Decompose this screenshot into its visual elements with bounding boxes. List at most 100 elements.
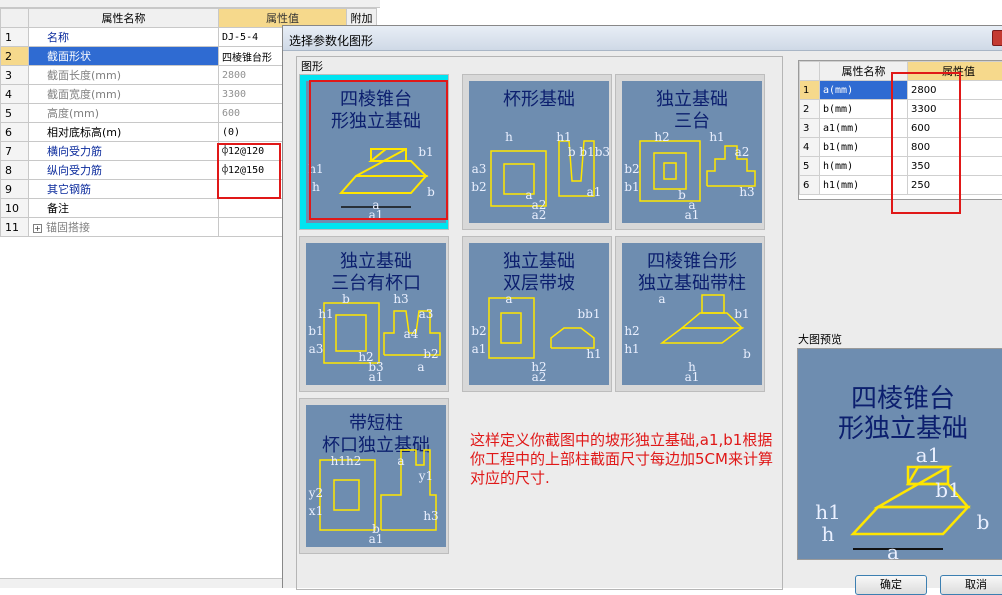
shape-title: 杯形基础 — [503, 89, 575, 110]
row-number: 5 — [1, 104, 29, 123]
step-plan-mid — [654, 153, 686, 189]
property-name: 高度(mm) — [29, 104, 219, 123]
grid-header-name[interactable]: 属性名称 — [29, 9, 219, 28]
dimension-label: h1 — [624, 342, 639, 356]
preview-label: 大图预览 — [798, 331, 842, 347]
dimension-label: b1 — [734, 307, 749, 321]
row-number: 1 — [1, 28, 29, 47]
dimension-label: b1 — [624, 180, 639, 194]
dimension-label: a2 — [532, 198, 547, 212]
property-name: 其它钢筋 — [29, 180, 219, 199]
dimension-label: h — [505, 130, 513, 144]
dimension-label: h3 — [739, 185, 754, 199]
property-name-label: 相对底标高(m) — [47, 126, 121, 139]
annotation-box-values — [891, 72, 961, 214]
dimension-label: h3 — [423, 509, 438, 523]
shape-title: 杯口独立基础 — [322, 435, 430, 456]
param-number: 6 — [800, 176, 820, 195]
param-number: 5 — [800, 157, 820, 176]
dialog-title: 选择参数化图形 — [289, 32, 373, 49]
dimension-label: h1h2 — [331, 454, 362, 468]
property-name: 纵向受力筋 — [29, 161, 219, 180]
property-name: 备注 — [29, 199, 219, 218]
close-icon[interactable] — [992, 30, 1002, 46]
dimension-label: a1 — [472, 342, 487, 356]
dimension-label: a — [505, 292, 512, 306]
property-name: 横向受力筋 — [29, 142, 219, 161]
annotation-box-shape — [309, 80, 448, 220]
dimension-label: h2 — [624, 324, 639, 338]
preview-dimension-label: h1 — [815, 500, 841, 524]
annotation-box-rebar — [217, 143, 281, 199]
dimension-label: bb1 — [578, 307, 601, 321]
short-col-plan — [320, 460, 375, 530]
preview-base — [853, 507, 968, 534]
property-name: 相对底标高(m) — [29, 123, 219, 142]
note-line: 对应的尺寸. — [470, 469, 890, 488]
dimension-label: h3 — [393, 292, 408, 306]
dimension-label: b — [372, 522, 380, 536]
shape-title: 三台有杯口 — [331, 273, 421, 294]
property-name-label: 高度(mm) — [47, 107, 99, 120]
param-num-header — [800, 62, 820, 81]
dialog-titlebar[interactable]: 选择参数化图形 — [283, 26, 1002, 51]
pyramid-column — [702, 295, 724, 313]
preview-dimension-label: a1 — [916, 443, 941, 467]
note-line: 你工程中的上部柱截面尺寸每边加5CM来计算 — [470, 450, 890, 469]
property-name: 截面形状 — [29, 47, 219, 66]
property-name-label: 锚固搭接 — [46, 221, 90, 234]
dimension-label: y1 — [418, 469, 433, 483]
dimension-label: h2 — [654, 130, 669, 144]
expand-icon[interactable]: + — [33, 224, 42, 233]
property-name-label: 其它钢筋 — [47, 183, 91, 196]
property-name: 截面宽度(mm) — [29, 85, 219, 104]
property-name-label: 截面形状 — [47, 50, 91, 63]
dimension-label: b1 — [308, 324, 323, 338]
short-col-plan-inner — [334, 480, 359, 510]
property-name-label: 截面宽度(mm) — [47, 88, 121, 101]
dimension-label: b — [678, 188, 686, 202]
row-number: 9 — [1, 180, 29, 199]
row-number: 3 — [1, 66, 29, 85]
shape-title: 独立基础带柱 — [638, 273, 746, 294]
dimension-label: a3 — [309, 342, 324, 356]
step-plan-inner — [664, 163, 676, 179]
dimension-label: y2 — [308, 486, 323, 500]
cancel-button[interactable]: 取消 — [940, 575, 1002, 595]
cup-step-plan-mid — [336, 315, 366, 351]
property-name: + 锚固搭接 — [29, 218, 219, 237]
note-line: 这样定义你截图中的坡形独立基础,a1,b1根据 — [470, 431, 890, 450]
dimension-label: b2 — [471, 324, 486, 338]
property-name-label: 纵向受力筋 — [47, 164, 102, 177]
dimension-label: b b1b3 — [568, 145, 609, 159]
row-number: 11 — [1, 218, 29, 237]
dimension-label: a1 — [587, 185, 602, 199]
annotation-note: 这样定义你截图中的坡形独立基础,a1,b1根据 你工程中的上部柱截面尺寸每边加5… — [470, 431, 890, 488]
dimension-label: h1 — [586, 347, 601, 361]
preview-dimension-label: b — [977, 510, 990, 534]
row-number: 10 — [1, 199, 29, 218]
shapes-group-label: 图形 — [300, 58, 324, 74]
shape-title: 独立基础 — [340, 251, 412, 272]
row-number: 8 — [1, 161, 29, 180]
shape-title: 带短柱 — [349, 413, 403, 434]
dimension-label: h2 — [531, 360, 546, 374]
ok-button[interactable]: 确定 — [855, 575, 927, 595]
dimension-label: h1 — [556, 130, 571, 144]
slope-plan-outer — [489, 298, 534, 358]
dimension-label: a — [525, 188, 532, 202]
